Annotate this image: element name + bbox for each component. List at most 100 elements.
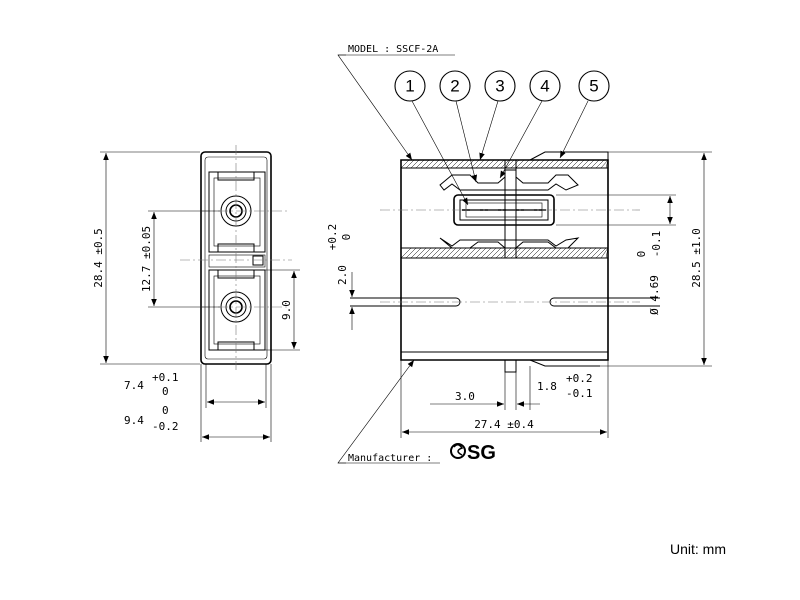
- hatch-line: [605, 159, 609, 169]
- hatch-line: [410, 247, 422, 259]
- dim-right-height: 28.5 ±1.0: [690, 228, 703, 288]
- hatch-line: [530, 247, 542, 259]
- callout-bubbles: 1 2 3 4 5: [394, 70, 610, 102]
- hatch-line: [500, 247, 512, 259]
- dim-left-height: 28.4 ±0.5: [92, 228, 105, 288]
- hatch-line: [400, 247, 412, 259]
- manufacturer-label: Manufacturer :: [348, 453, 432, 464]
- hatch-line: [545, 159, 555, 169]
- hatch-line: [580, 247, 592, 259]
- hatch-line: [470, 247, 482, 259]
- hatch-line: [590, 159, 600, 169]
- hatch-line: [490, 159, 500, 169]
- hatch-line: [475, 159, 485, 169]
- dim-overall-length: 27.4 ±0.4: [474, 418, 534, 431]
- dim-bore-dia-tol-upper: 0: [635, 251, 648, 258]
- hatch-line: [525, 247, 537, 259]
- hatch-line: [600, 247, 609, 259]
- hatch-line: [560, 247, 572, 259]
- hatch-top: [400, 159, 609, 169]
- hatch-line: [560, 159, 570, 169]
- hatch-line: [475, 247, 487, 259]
- hatch-line: [570, 247, 582, 259]
- hatch-line: [405, 247, 417, 259]
- hatch-line: [415, 247, 427, 259]
- dim-pitch: 12.7 ±0.05: [140, 226, 153, 292]
- hatch-line: [430, 247, 442, 259]
- hatch-line: [480, 247, 492, 259]
- dim-slot-height-tol-lower: 0: [340, 234, 353, 241]
- dim-bore-dia: Ø 4.69: [648, 275, 661, 315]
- hatch-line: [510, 159, 520, 169]
- hatch-line: [525, 159, 535, 169]
- hatch-line: [600, 159, 609, 169]
- dim-flange-offset: 3.0: [455, 390, 475, 403]
- hatch-line: [495, 159, 505, 169]
- hatch-line: [420, 247, 432, 259]
- hatch-line: [435, 159, 445, 169]
- front-dimensions: 28.4 ±0.5 12.7 ±0.05 9.0 7.4 +0.1 0 9.4 …: [92, 151, 300, 442]
- dim-port-height: 9.0: [280, 300, 293, 320]
- hatch-line: [575, 247, 587, 259]
- hatch-line: [485, 247, 497, 259]
- hatch-line: [575, 159, 585, 169]
- hatch-line: [530, 159, 540, 169]
- hatch-line: [425, 159, 435, 169]
- hatch-line: [490, 247, 502, 259]
- hatch-line: [585, 159, 595, 169]
- hatch-middle: [400, 247, 609, 259]
- front-port-top: [208, 171, 266, 253]
- hatch-line: [515, 159, 525, 169]
- hatch-line: [420, 159, 430, 169]
- hatch-line: [430, 159, 440, 169]
- unit-label: Unit: mm: [670, 541, 726, 557]
- hatch-line: [570, 159, 580, 169]
- callout-2: 2: [450, 77, 459, 96]
- hatch-line: [485, 159, 495, 169]
- dim-body-width-tol-lower: -0.2: [152, 420, 179, 433]
- hatch-line: [515, 247, 527, 259]
- hatch-line: [535, 159, 545, 169]
- dim-body-width-tol-upper: 0: [162, 404, 169, 417]
- hatch-line: [455, 159, 465, 169]
- hatch-line: [460, 159, 470, 169]
- dim-flange-width-tol-upper: +0.1: [152, 371, 179, 384]
- callout-leaders: [337, 54, 589, 464]
- hatch-line: [460, 247, 472, 259]
- hatch-line: [595, 247, 607, 259]
- hatch-line: [550, 247, 562, 259]
- hatch-line: [495, 247, 507, 259]
- callout-4: 4: [540, 77, 549, 96]
- hatch-line: [435, 247, 447, 259]
- dim-body-width: 9.4: [124, 414, 144, 427]
- hatch-line: [480, 159, 490, 169]
- hatch-line: [540, 247, 552, 259]
- sg-logo: SG: [450, 442, 496, 464]
- hatch-line: [555, 159, 565, 169]
- dim-bore-dia-tol-lower: -0.1: [650, 231, 663, 258]
- dim-flange-thickness-tol-upper: +0.2: [566, 372, 593, 385]
- hatch-line: [450, 247, 462, 259]
- hatch-line: [455, 247, 467, 259]
- side-dimensions: 2.0 +0.2 0 Ø 4.69 0 -0.1 28.5 ±1.0 3.0 1…: [326, 151, 712, 438]
- hatch-line: [465, 159, 475, 169]
- callout-1: 1: [405, 77, 414, 96]
- hatch-line: [445, 247, 457, 259]
- dim-flange-thickness: 1.8: [537, 380, 557, 393]
- hatch-line: [415, 159, 425, 169]
- hatch-line: [520, 247, 532, 259]
- dim-slot-height: 2.0: [336, 265, 349, 285]
- hatch-line: [450, 159, 460, 169]
- hatch-line: [565, 247, 577, 259]
- hatch-line: [410, 159, 420, 169]
- hatch-line: [590, 247, 602, 259]
- hatch-line: [505, 247, 517, 259]
- callout-3: 3: [495, 77, 504, 96]
- hatch-line: [585, 247, 597, 259]
- hatch-line: [595, 159, 605, 169]
- front-view: [180, 145, 292, 370]
- model-label: MODEL : SSCF-2A: [348, 44, 438, 55]
- hatch-line: [440, 159, 450, 169]
- front-port-bottom: [208, 269, 266, 351]
